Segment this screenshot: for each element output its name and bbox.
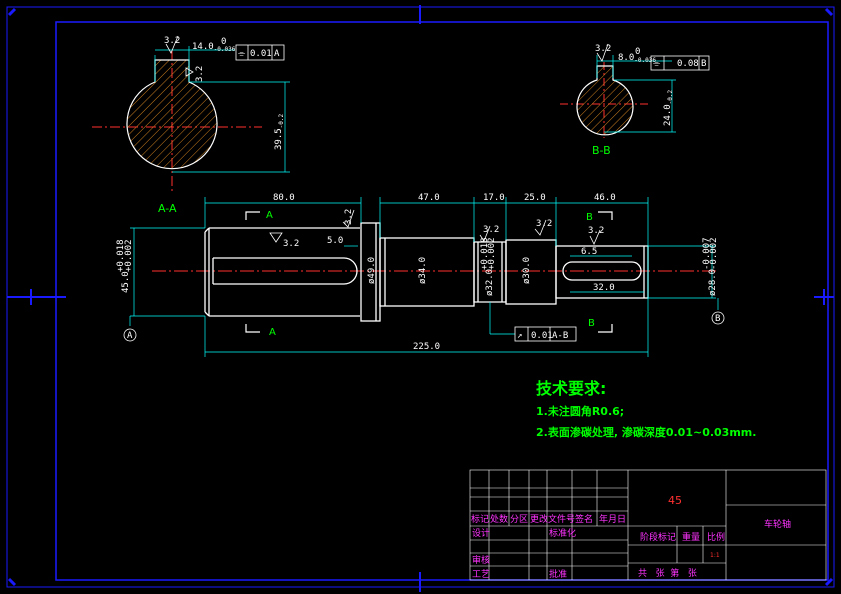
dim-d28-tol-up: -0.007 (702, 237, 712, 270)
roughness-symbol: 3.2 (595, 43, 611, 62)
design-label: 设计 (472, 527, 490, 539)
title-row-label: 签名 (575, 513, 593, 525)
section-a-marker: A (269, 327, 276, 338)
sheet-count: 共 张 第 张 (638, 567, 697, 579)
roughness-symbol (342, 209, 355, 228)
part-name: 车轮轴 (764, 518, 791, 530)
symmetry-icon: ⌯ (238, 49, 246, 59)
dim-d30: ø30.0 (522, 257, 532, 284)
runout-value: 0.01 (531, 331, 553, 341)
dim-d32-tol-low: +0.002 (487, 237, 497, 270)
shaft-main-view: 80.0 47.0 17.0 25.0 46.0 225.0 5.0 6.5 3… (116, 193, 725, 357)
section-a-tol-datum: A (274, 49, 280, 59)
dim-d45-tol-up: +0.018 (116, 239, 126, 272)
datum-a-icon (123, 328, 137, 342)
process-label: 工艺 (472, 569, 490, 580)
dim-46: 46.0 (594, 193, 616, 203)
dim-d28-tol-low: -0.002 (709, 237, 719, 270)
tech-item: 2.表面渗碳处理, 渗碳深度0.01~0.03mm. (536, 425, 756, 439)
dim-d32: ø32.0 (485, 269, 495, 296)
small-keyway-slot (562, 261, 642, 281)
standard-label: 标准化 (549, 527, 576, 539)
check-label: 审核 (472, 554, 490, 566)
title-row-label: 更改文件号 (530, 513, 575, 525)
section-b-keyway-tol-upper: 0 (635, 47, 640, 57)
section-b-tol-value: 0.08 (677, 59, 699, 69)
roughness-label: 3.2 (283, 239, 299, 249)
title-row-label: 处数 (490, 513, 508, 525)
roughness-label: 3.2 (195, 66, 205, 82)
datum-b-icon (711, 311, 725, 325)
section-b-depth-dim: 24.0-0.2 (663, 89, 674, 126)
section-a-label: A-A (158, 202, 177, 215)
dim-d28: ø28.0 (708, 269, 718, 296)
roughness-label: 3.2 (483, 225, 499, 235)
stage-label: 阶段标记 (640, 531, 676, 543)
section-a-depth-dim: 39.5-0.2 (274, 113, 285, 150)
roughness-symbol: 3.2 (164, 35, 180, 54)
title-row-label: 年月日 (599, 513, 626, 525)
section-b-view: 8.0-0.036 0 3.2 ⌯ 0.08 B 24.0-0.2 B-B (560, 43, 710, 157)
material-label: 45 (668, 494, 682, 507)
roughness-label: 3.2 (344, 209, 354, 225)
tech-item: 1.未注圆角R0.6; (536, 404, 624, 418)
section-b-tolerance-frame: ⌯ 0.08 B (650, 55, 710, 71)
runout-tolerance-frame: ↗ 0.01 A-B (489, 302, 577, 342)
dim-17: 17.0 (483, 193, 505, 203)
dim-d45: 45.0 (121, 271, 131, 293)
shaft-outline (204, 222, 649, 322)
dim-d32-tol-up: +0.018 (480, 237, 490, 270)
runout-datum: A-B (552, 331, 568, 341)
dim-47: 47.0 (418, 193, 440, 203)
section-b-marker: B (586, 212, 593, 223)
section-b-marker: B (588, 318, 595, 329)
section-a-view: 14.0-0.036 0 ⌯ 0.01 A 3.2 3.2 39.5-0.2 A… (92, 35, 290, 215)
section-b-tol-datum: B (701, 59, 706, 69)
section-a-shape (126, 59, 218, 170)
title-row-label: 标记 (471, 513, 489, 525)
section-a-marker: A (266, 210, 273, 221)
roughness-label: 3.2 (164, 36, 180, 46)
datum-b-label: B (715, 314, 720, 324)
datum-a-label: A (127, 331, 133, 341)
section-b-keyway-dim: 8.0-0.036 (618, 53, 656, 64)
dim-32: 32.0 (593, 283, 615, 293)
tech-heading: 技术要求: (536, 379, 606, 398)
symmetry-icon: ⌯ (653, 59, 661, 69)
section-b-label: B-B (592, 144, 611, 157)
runout-icon: ↗ (517, 331, 522, 341)
roughness-symbol (589, 229, 601, 245)
section-b-shape (576, 65, 634, 136)
roughness-symbol: 3.2 (185, 66, 205, 82)
title-row-label: 分区 (510, 514, 528, 525)
dim-6-5: 6.5 (581, 247, 597, 257)
dim-25: 25.0 (524, 193, 546, 203)
title-block: 45 车轮轴 标记 处数 分区 更改文件号 签名 年月日 设计 标准化 阶段标记… (469, 469, 827, 581)
roughness-symbol (534, 219, 547, 236)
roughness-label: 3.2 (595, 44, 611, 54)
section-a-tol-value: 0.01 (250, 49, 272, 59)
roughness-symbol (479, 225, 491, 242)
approve-label: 批准 (549, 568, 567, 580)
weight-label: 重量 (682, 531, 700, 543)
section-a-tolerance-frame: ⌯ 0.01 A (235, 44, 285, 61)
dim-5: 5.0 (327, 236, 343, 246)
sheet-border (6, 5, 835, 592)
keyway-slot (213, 257, 358, 285)
dim-d49: ø49.0 (367, 257, 377, 284)
roughness-label: 3.2 (588, 226, 604, 236)
roughness-label: 3.2 (536, 219, 552, 229)
scale-label: 比例 (707, 531, 725, 543)
dim-80: 80.0 (273, 193, 295, 203)
scale-value: 1:1 (710, 552, 720, 559)
roughness-symbol (269, 232, 283, 243)
section-a-keyway-tol-upper: 0 (221, 37, 226, 47)
dim-d45-tol-low: +0.002 (124, 239, 134, 272)
dim-225: 225.0 (413, 342, 440, 352)
tech-requirements: 技术要求: 1.未注圆角R0.6; 2.表面渗碳处理, 渗碳深度0.01~0.0… (536, 379, 756, 439)
dim-d34: ø34.0 (418, 257, 428, 284)
section-a-keyway-dim: 14.0-0.036 (192, 42, 236, 53)
